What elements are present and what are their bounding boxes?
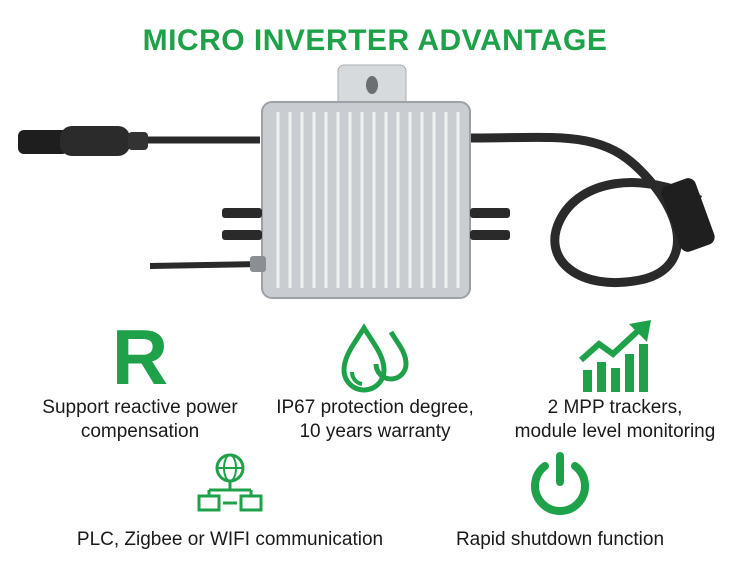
growth-chart-icon (579, 320, 651, 392)
caption-line: PLC, Zigbee or WIFI communication (76, 529, 384, 550)
feature-reactive-power: R Support reactive power compensation (20, 318, 260, 444)
feature-mpp-trackers: 2 MPP trackers, module level monitoring (495, 318, 735, 444)
caption-line: Support reactive power (42, 397, 238, 418)
caption-line: compensation (80, 421, 200, 442)
power-icon (531, 452, 589, 515)
caption-line: IP67 protection degree, (276, 397, 474, 418)
feature-communication: PLC, Zigbee or WIFI communication (60, 452, 400, 552)
caption-line: 2 MPP trackers, (547, 397, 683, 418)
feature-caption: Rapid shutdown function (420, 528, 700, 552)
micro-inverter-image (18, 64, 715, 299)
caption-line: 10 years warranty (299, 421, 451, 442)
water-drops-icon (341, 323, 409, 393)
feature-rapid-shutdown: Rapid shutdown function (420, 452, 700, 552)
network-globe-icon (197, 453, 263, 512)
caption-line: Rapid shutdown function (455, 529, 665, 550)
caption-line: module level monitoring (514, 421, 716, 442)
feature-caption: PLC, Zigbee or WIFI communication (60, 528, 400, 552)
r-letter-icon: R (111, 313, 169, 401)
feature-caption: 2 MPP trackers, module level monitoring (495, 396, 735, 444)
page-title: MICRO INVERTER ADVANTAGE (142, 24, 608, 57)
feature-caption: Support reactive power compensation (20, 396, 260, 444)
feature-ip67: IP67 protection degree, 10 years warrant… (255, 318, 495, 444)
feature-caption: IP67 protection degree, 10 years warrant… (255, 396, 495, 444)
